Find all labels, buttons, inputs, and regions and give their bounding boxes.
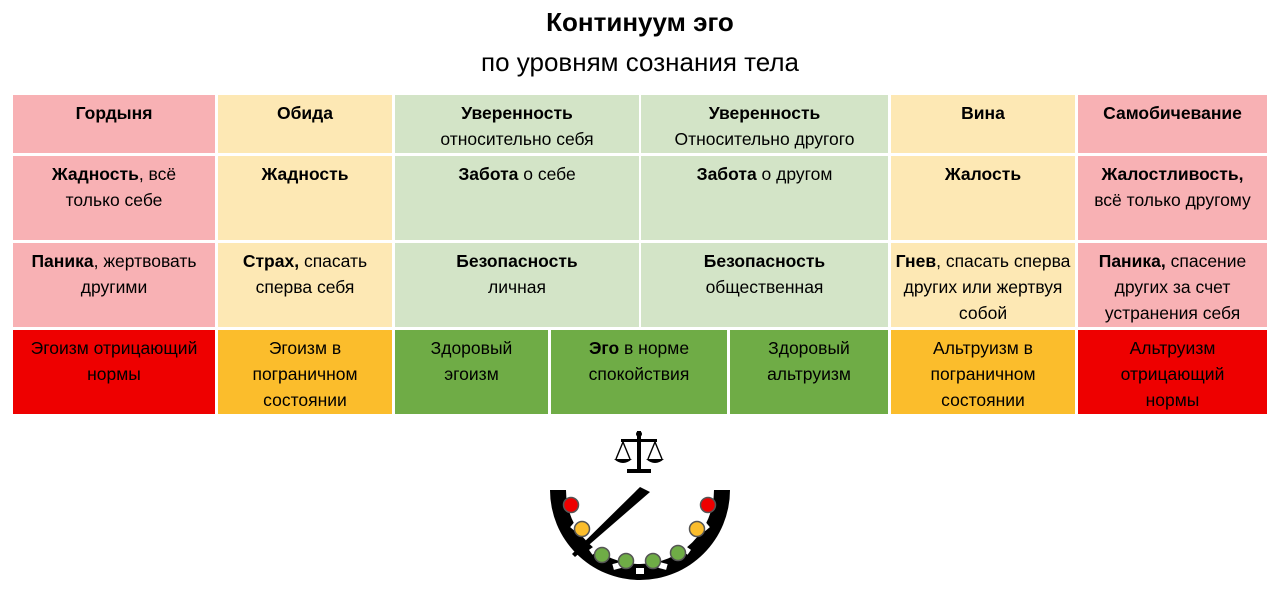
cell-self-flagellation: Самобичевание [1078, 95, 1267, 153]
cell-altruism-norms: Альтруизм отрицающий нормы [1078, 330, 1267, 414]
cell-compassion-other: Жалостливость, всё только другому [1078, 156, 1267, 240]
cell-resentment: Обида [218, 95, 392, 153]
cell-panic-rescue: Паника, спасение других за счет устранен… [1078, 243, 1267, 327]
cell-egoism-norms: Эгоизм отрицающий нормы [13, 330, 215, 414]
cell-care-other: Забота о другом [641, 156, 888, 240]
cell-ego-normal: Эго в норме спокойствия [551, 330, 727, 414]
cell-greed-self: Жадность, всё только себе [13, 156, 215, 240]
cell-greed: Жадность [218, 156, 392, 240]
cell-healthy-altruism: Здоровый альтруизм [730, 330, 888, 414]
light-green-3 [644, 552, 662, 570]
cell-care-self: Забота о себе [395, 156, 639, 240]
gauge-needle [572, 487, 650, 557]
page-subtitle: по уровням сознания тела [481, 47, 799, 77]
cell-guilt: Вина [891, 95, 1075, 153]
light-green-1 [593, 546, 611, 564]
light-orange-right [688, 520, 706, 538]
cell-panic-sacrifice: Паника, жертвовать другими [13, 243, 215, 327]
light-green-2 [617, 552, 635, 570]
page-title: Континуум эго [546, 7, 734, 37]
light-orange-left [573, 520, 591, 538]
scales-icon [614, 431, 664, 473]
cell-altruism-borderline: Альтруизм в пограничном состоянии [891, 330, 1075, 414]
cell-fear: Страх, спасать сперва себя [218, 243, 392, 327]
cell-pity: Жалость [891, 156, 1075, 240]
cell-anger: Гнев, спасать сперва других или жертвуя … [891, 243, 1075, 327]
cell-egoism-borderline: Эгоизм в пограничном состоянии [218, 330, 392, 414]
light-red-left [562, 496, 580, 514]
light-green-4 [669, 544, 687, 562]
cell-pride: Гордыня [13, 95, 215, 153]
light-red-right [699, 496, 717, 514]
cell-healthy-egoism: Здоровый эгоизм [395, 330, 548, 414]
ego-gauge [550, 431, 730, 580]
